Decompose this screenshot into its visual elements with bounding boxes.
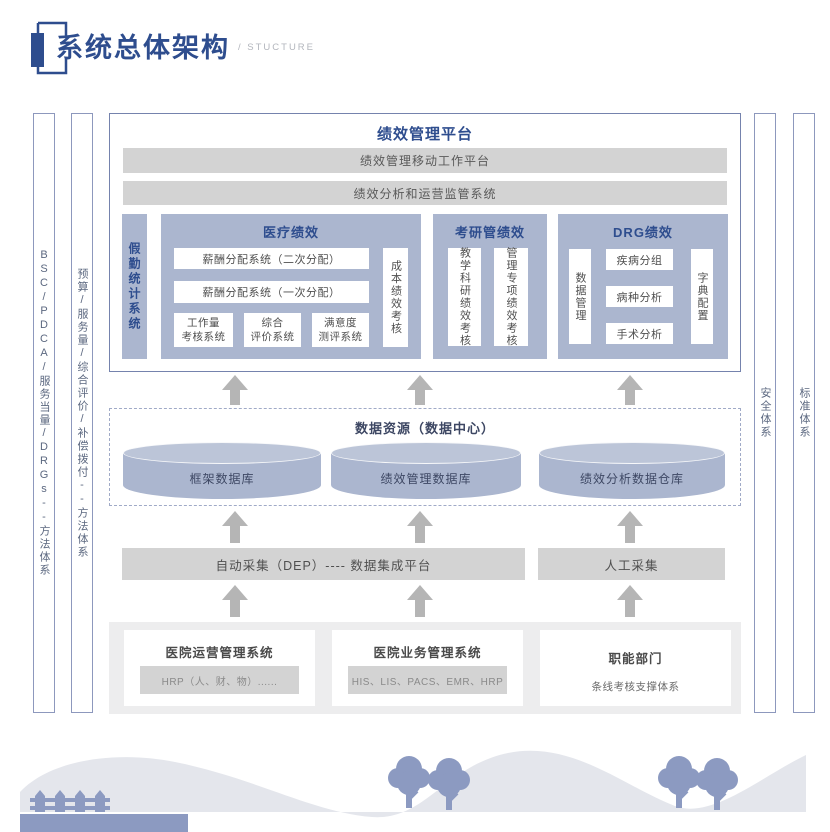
salary-dist-2-box: 薪酬分配系统（二次分配） <box>174 248 369 269</box>
framework-database-label: 框架数据库 <box>189 472 255 486</box>
analysis-warehouse-cylinder: 绩效分析数据仓库 <box>539 442 725 499</box>
source-systems-panel: 医院运营管理系统 HRP（人、财、物）...... 医院业务管理系统 HIS、L… <box>109 622 741 714</box>
mobile-platform-bar: 绩效管理移动工作平台 <box>123 148 727 173</box>
performance-database-label: 绩效管理数据库 <box>380 472 472 486</box>
auto-collection-bar: 自动采集（DEP）---- 数据集成平台 <box>122 548 525 580</box>
teaching-research-assess-box: 教学科研绩效考核 <box>448 247 481 347</box>
up-arrow <box>617 585 643 617</box>
salary-dist-1-box: 薪酬分配系统（一次分配） <box>174 281 369 303</box>
medical-performance-box: 医疗绩效 薪酬分配系统（二次分配） 薪酬分配系统（一次分配） 工作量 考核系统 … <box>161 214 421 359</box>
performance-platform-panel: 绩效管理平台 绩效管理移动工作平台 绩效分析和运营监管系统 假勤统计系统 医疗绩… <box>109 113 741 372</box>
up-arrow <box>222 511 248 543</box>
hospital-business-detail: HIS、LIS、PACS、EMR、HRP <box>348 666 507 694</box>
disease-grouping-box: 疾病分组 <box>606 249 673 270</box>
disease-analysis-box: 病种分析 <box>606 286 673 307</box>
up-arrow <box>617 375 643 405</box>
sidebar-security-system: 安全体系 <box>754 113 776 713</box>
workload-assess-box: 工作量 考核系统 <box>174 313 233 347</box>
cost-performance-label: 成本绩效考核 <box>389 260 402 335</box>
attendance-system-label: 假勤统计系统 <box>127 241 141 332</box>
hills-shape <box>20 750 806 818</box>
satisfaction-survey-box: 满意度 测评系统 <box>312 313 369 347</box>
sidebar-method-bsc-label: BSC/PDCA/服务当量/DRGs--方法体系 <box>38 249 50 577</box>
data-center-title: 数据资源（数据中心） <box>354 421 495 436</box>
page-title: 系统总体架构 <box>56 33 230 63</box>
analysis-supervision-bar: 绩效分析和运营监管系统 <box>123 181 727 205</box>
cylinder-top <box>539 442 725 464</box>
analysis-warehouse-label: 绩效分析数据仓库 <box>579 472 684 486</box>
sidebar-security-label: 安全体系 <box>759 387 771 439</box>
sidebar-standard-label: 标准体系 <box>798 387 810 439</box>
sidebar-standard-system: 标准体系 <box>793 113 815 713</box>
title-bracket-icon <box>31 21 68 75</box>
up-arrow <box>222 585 248 617</box>
hospital-operation-system-box: 医院运营管理系统 HRP（人、财、物）...... <box>124 630 315 706</box>
functional-department-title: 职能部门 <box>608 652 663 666</box>
attendance-system-bar: 假勤统计系统 <box>122 214 147 359</box>
page-subtitle: / STUCTURE <box>238 42 315 53</box>
hospital-operation-title: 医院运营管理系统 <box>165 646 274 660</box>
platform-title: 绩效管理平台 <box>376 126 473 143</box>
up-arrow <box>407 375 433 405</box>
data-management-box: 数据管理 <box>569 249 591 344</box>
teaching-research-assess-label: 教学科研绩效考核 <box>458 247 471 347</box>
up-arrow <box>407 511 433 543</box>
research-performance-box: 考研管绩效 教学科研绩效考核 管理专项绩效考核 <box>433 214 547 359</box>
up-arrow <box>617 511 643 543</box>
performance-database-cylinder: 绩效管理数据库 <box>331 442 521 499</box>
drg-performance-title: DRG绩效 <box>613 225 673 240</box>
fence-shape <box>20 790 188 832</box>
dictionary-config-box: 字典配置 <box>691 249 713 344</box>
dictionary-config-label: 字典配置 <box>696 271 708 322</box>
sidebar-method-budget-label: 预算/服务量/综合评价/补偿拨付--方法体系 <box>76 267 88 559</box>
up-arrow <box>407 585 433 617</box>
medical-performance-title: 医疗绩效 <box>262 225 319 240</box>
data-center-box: 数据资源（数据中心） 框架数据库 绩效管理数据库 绩效分析数据仓库 <box>109 408 741 506</box>
hospital-business-system-box: 医院业务管理系统 HIS、LIS、PACS、EMR、HRP <box>332 630 523 706</box>
functional-department-box: 职能部门 条线考核支撑体系 <box>540 630 731 706</box>
management-special-assess-box: 管理专项绩效考核 <box>494 247 528 347</box>
management-special-assess-label: 管理专项绩效考核 <box>505 247 517 347</box>
cylinder-top <box>331 442 521 464</box>
sidebar-method-bsc: BSC/PDCA/服务当量/DRGs--方法体系 <box>33 113 55 713</box>
footer-landscape-art <box>20 750 806 832</box>
hospital-operation-detail: HRP（人、财、物）...... <box>140 666 299 694</box>
research-performance-title: 考研管绩效 <box>454 225 525 240</box>
comprehensive-eval-box: 综合 评价系统 <box>244 313 301 347</box>
functional-department-detail: 条线考核支撑体系 <box>591 680 680 693</box>
up-arrow <box>222 375 248 405</box>
cost-performance-box: 成本绩效考核 <box>383 248 408 347</box>
sidebar-method-budget: 预算/服务量/综合评价/补偿拨付--方法体系 <box>71 113 93 713</box>
hospital-business-title: 医院业务管理系统 <box>373 646 482 660</box>
framework-database-cylinder: 框架数据库 <box>123 442 321 499</box>
drg-performance-box: DRG绩效 数据管理 疾病分组 病种分析 手术分析 字典配置 <box>558 214 728 359</box>
surgery-analysis-box: 手术分析 <box>606 323 673 344</box>
data-management-label: 数据管理 <box>574 271 586 322</box>
manual-collection-bar: 人工采集 <box>538 548 725 580</box>
cylinder-top <box>123 442 321 464</box>
